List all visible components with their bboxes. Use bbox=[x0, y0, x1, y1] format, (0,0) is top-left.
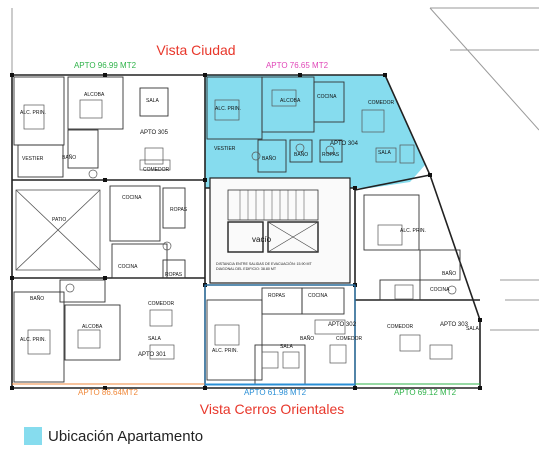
legend: Ubicación Apartamento bbox=[24, 427, 203, 445]
room-ropas-305: ROPAS bbox=[170, 207, 188, 213]
room-comedor-304: COMEDOR bbox=[368, 100, 395, 106]
room-ropas-304: ROPAS bbox=[322, 152, 340, 158]
unit-label-302: APTO 302 bbox=[328, 322, 357, 328]
room-comedor-303: COMEDOR bbox=[387, 324, 414, 330]
room-sala-302: SALA bbox=[280, 344, 293, 350]
room-alc-prin-302: ALC. PRIN. bbox=[212, 348, 238, 354]
room-ropas-302: ROPAS bbox=[268, 293, 286, 299]
room-comedor-301: COMEDOR bbox=[148, 301, 175, 307]
room-alcoba-301: ALCOBA bbox=[82, 324, 103, 330]
area-apto-304: APTO 76.65 MT2 bbox=[266, 61, 329, 70]
room-alcoba-305: ALCOBA bbox=[84, 92, 105, 98]
unit-label-304: APTO 304 bbox=[330, 141, 359, 147]
room-cocina-304: COCINA bbox=[317, 94, 337, 100]
room-vestier-305: VESTIER bbox=[22, 156, 44, 162]
room-alc-prin-304: ALC. PRIN. bbox=[215, 106, 241, 112]
room-sala-301: SALA bbox=[148, 336, 161, 342]
room-alc-prin-301: ALC. PRIN. bbox=[20, 337, 46, 343]
legend-label: Ubicación Apartamento bbox=[48, 427, 204, 445]
area-apto-305: APTO 96.99 MT2 bbox=[74, 61, 137, 70]
room-bano-304b: BAÑO bbox=[294, 151, 308, 158]
core-note-evacuation: DISTANCIA ENTRE SALIDAS DE EVACUACIÓN: 1… bbox=[216, 261, 313, 266]
room-patio: PATIO bbox=[52, 217, 66, 223]
room-bano-302: BAÑO bbox=[300, 335, 314, 342]
core-note-diagonal: DIAGONAL DEL EDIFICIO: 38.80 MT bbox=[216, 267, 277, 271]
room-ropas-301: ROPAS bbox=[165, 272, 183, 278]
unit-label-303: APTO 303 bbox=[440, 322, 469, 328]
room-vestier-304: VESTIER bbox=[214, 146, 236, 152]
room-bano-301: BAÑO bbox=[30, 295, 44, 302]
room-sala-303: SALA bbox=[466, 326, 479, 332]
room-bano-303: BAÑO bbox=[442, 270, 456, 277]
area-apto-302: APTO 61.98 MT2 bbox=[244, 388, 307, 397]
apto-302-outline bbox=[204, 284, 356, 386]
core-vacio: vacío bbox=[252, 235, 272, 244]
interior-walls bbox=[13, 76, 461, 386]
area-apto-301: APTO 86.64MT2 bbox=[78, 388, 138, 397]
unit-label-305: APTO 305 bbox=[140, 130, 169, 136]
room-comedor-305: COMEDOR bbox=[143, 167, 170, 173]
apartment-304-highlight bbox=[205, 75, 425, 188]
room-bano-304: BAÑO bbox=[262, 155, 276, 162]
room-alcoba-304: ALCOBA bbox=[280, 98, 301, 104]
room-comedor-302: COMEDOR bbox=[336, 336, 363, 342]
area-apto-303: APTO 69.12 MT2 bbox=[394, 388, 457, 397]
room-cocina-305: COCINA bbox=[122, 195, 142, 201]
legend-swatch bbox=[24, 427, 42, 445]
patio-void bbox=[15, 189, 101, 271]
room-alc-prin-303: ALC. PRIN. bbox=[400, 228, 426, 234]
room-cocina-301: COCINA bbox=[118, 264, 138, 270]
unit-label-301: APTO 301 bbox=[138, 352, 167, 358]
room-cocina-303: COCINA bbox=[430, 287, 450, 293]
title-top: Vista Ciudad bbox=[156, 42, 235, 58]
furniture bbox=[23, 89, 457, 369]
room-bano-305: BAÑO bbox=[62, 154, 76, 161]
room-cocina-302: COCINA bbox=[308, 293, 328, 299]
room-alc-prin-305: ALC. PRIN. bbox=[20, 110, 46, 116]
central-core bbox=[209, 177, 351, 284]
room-sala-304: SALA bbox=[378, 150, 391, 156]
title-bottom: Vista Cerros Orientales bbox=[200, 401, 344, 417]
room-sala-305: SALA bbox=[146, 98, 159, 104]
